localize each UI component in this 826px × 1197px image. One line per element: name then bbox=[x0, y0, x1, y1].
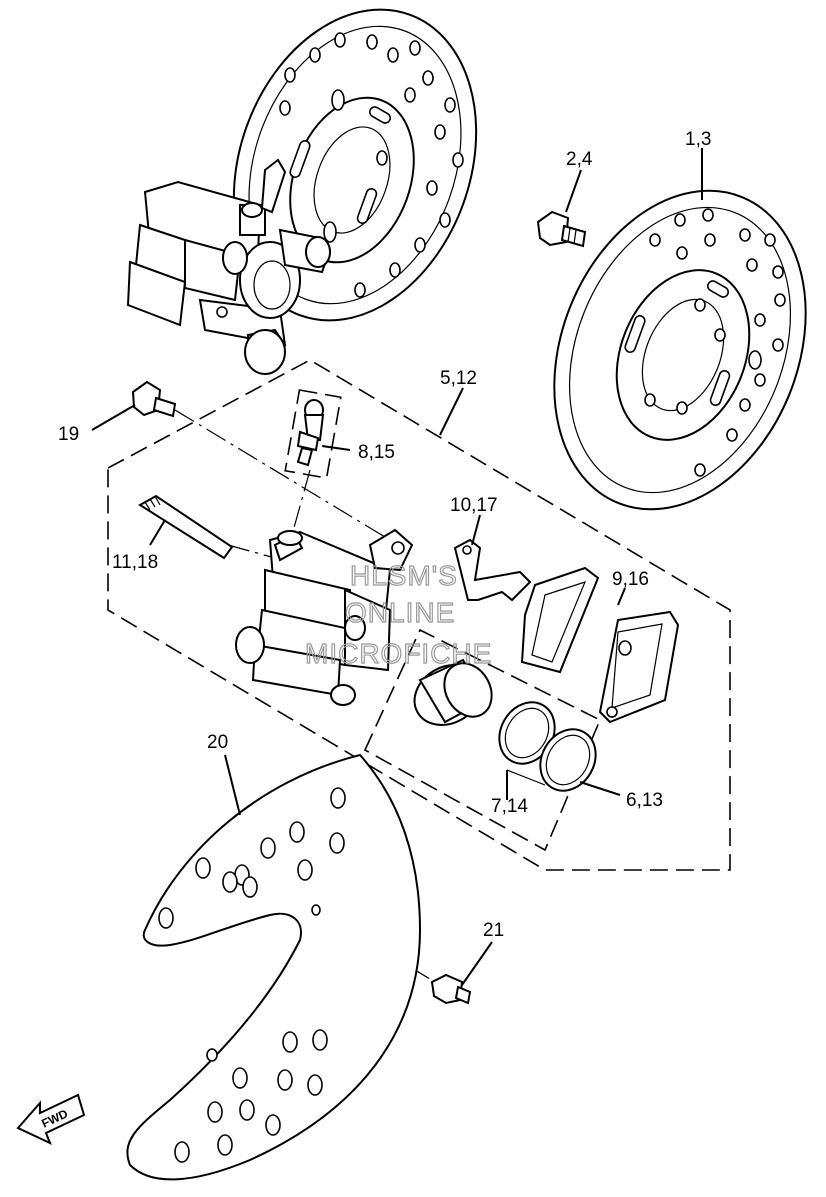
watermark-line-3: MICROFICHE bbox=[305, 638, 492, 669]
label-seal-7: 7,14 bbox=[491, 796, 528, 817]
assembled-brake-disc bbox=[232, 8, 478, 322]
label-caliper-assy: 5,12 bbox=[440, 368, 477, 389]
label-bolt-21: 21 bbox=[483, 920, 504, 941]
bolt-21 bbox=[430, 973, 472, 1005]
label-seal-6: 6,13 bbox=[626, 790, 663, 811]
label-disc: 1,3 bbox=[685, 129, 711, 150]
caliper-body bbox=[235, 528, 414, 706]
brake-disc-right bbox=[553, 189, 807, 511]
disc-cover bbox=[126, 753, 422, 1181]
pad-spring bbox=[453, 538, 532, 602]
disc-bolt bbox=[536, 210, 587, 248]
label-bleed-screw: 8,15 bbox=[358, 442, 395, 463]
caliper-piston bbox=[413, 658, 493, 726]
caliper-pin bbox=[138, 494, 234, 560]
label-bolt-19: 19 bbox=[58, 424, 79, 445]
callout-labels: 1,3 2,4 5,12 19 8,15 10,17 11,18 9,16 20… bbox=[58, 129, 711, 941]
label-cover: 20 bbox=[207, 732, 228, 753]
assembled-caliper bbox=[126, 158, 332, 375]
label-pin: 11,18 bbox=[112, 552, 158, 573]
watermark: HLSM'S ONLINE MICROFICHE bbox=[304, 559, 492, 669]
label-pad-spring: 10,17 bbox=[450, 495, 498, 516]
bolt-19 bbox=[131, 380, 177, 418]
watermark-line-2: ONLINE bbox=[345, 597, 455, 628]
watermark-line-1: HLSM'S bbox=[350, 560, 458, 591]
bleed-screw bbox=[284, 389, 342, 479]
brake-pads bbox=[520, 566, 680, 724]
leader-lines bbox=[91, 148, 703, 986]
label-disc-bolt: 2,4 bbox=[566, 149, 593, 170]
piston-seals bbox=[498, 701, 597, 792]
fwd-arrow-icon: FWD bbox=[16, 1093, 86, 1145]
label-pad-kit: 9,16 bbox=[612, 569, 649, 590]
